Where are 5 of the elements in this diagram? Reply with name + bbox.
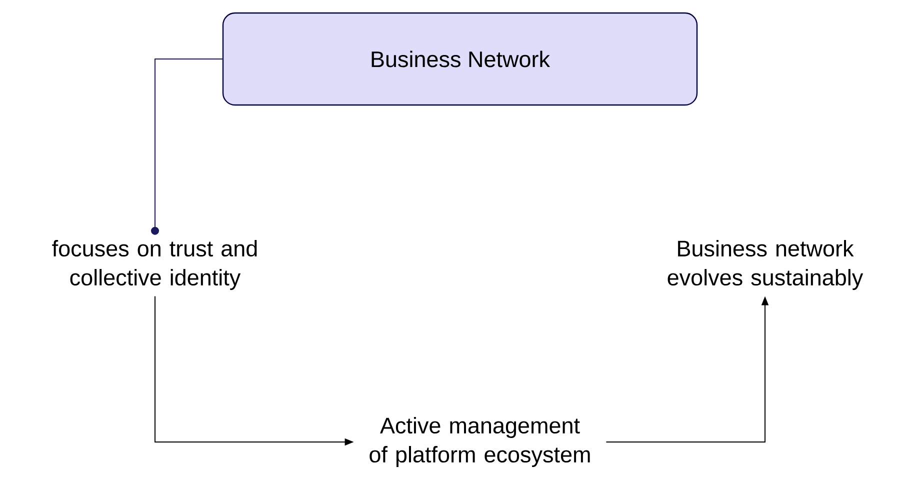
connector-arrow bbox=[151, 58, 223, 235]
node-text: Business network evolves sustainably bbox=[668, 240, 864, 290]
node-text: focuses on trust and collective identity bbox=[52, 240, 257, 290]
node-text: Active management of platform ecosystem bbox=[370, 417, 590, 467]
process-box: Business Network bbox=[222, 12, 698, 106]
